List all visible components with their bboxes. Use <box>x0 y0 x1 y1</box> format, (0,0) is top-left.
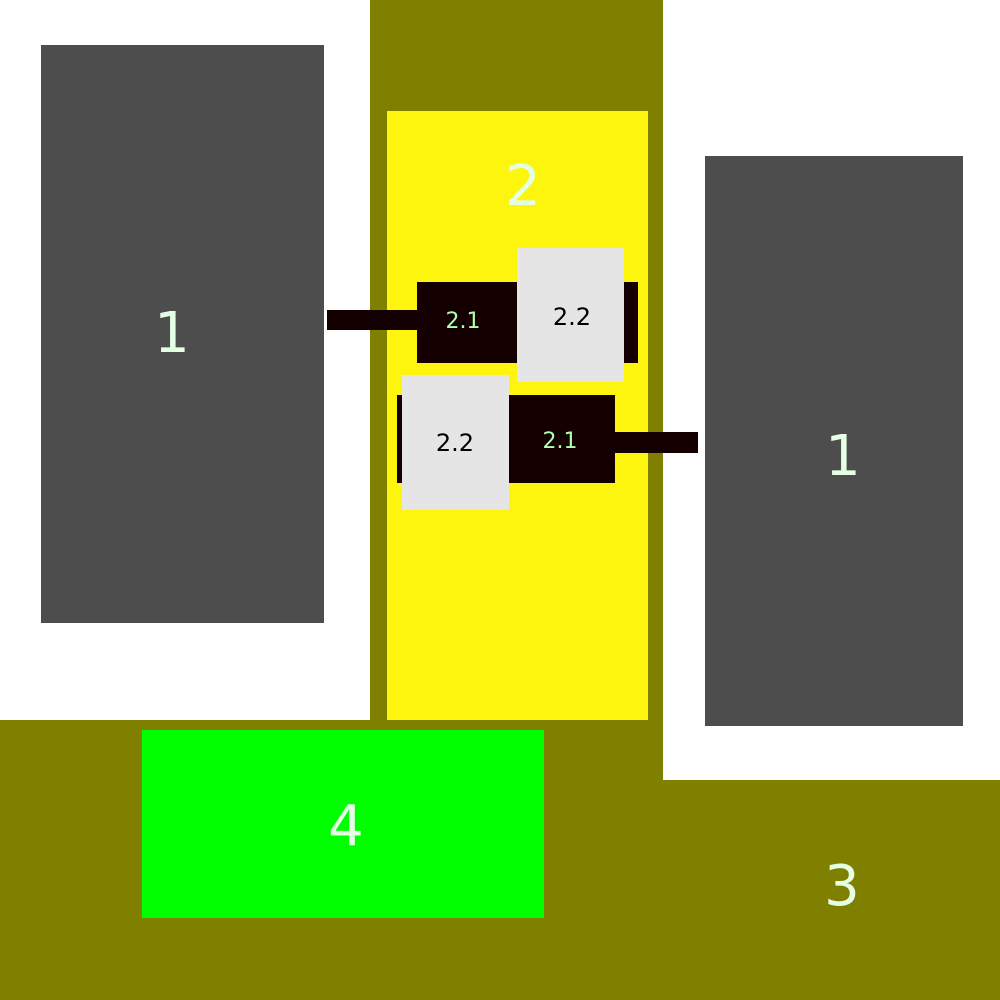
bottom-2-2-block <box>402 375 509 510</box>
connector-right-bar <box>610 432 698 453</box>
region-4-block <box>142 730 544 918</box>
top-2-1-label: 2.1 <box>445 308 481 334</box>
bottom-2-1-label: 2.1 <box>542 428 578 454</box>
region-1-right-block <box>705 156 963 726</box>
region-1-left-label: 1 <box>154 300 190 366</box>
top-2-2-label: 2.2 <box>552 303 592 331</box>
bottom-2-2-label: 2.2 <box>435 429 475 457</box>
region-1-right-label: 1 <box>825 423 861 489</box>
region-4-label: 4 <box>328 793 364 859</box>
top-2-2-block <box>517 248 624 382</box>
region-2-label: 2 <box>505 153 541 219</box>
region-3-label: 3 <box>824 853 860 919</box>
connector-left-bar <box>327 310 422 330</box>
region-1-left-block <box>41 45 324 623</box>
region-3-right-band <box>663 780 1000 1000</box>
